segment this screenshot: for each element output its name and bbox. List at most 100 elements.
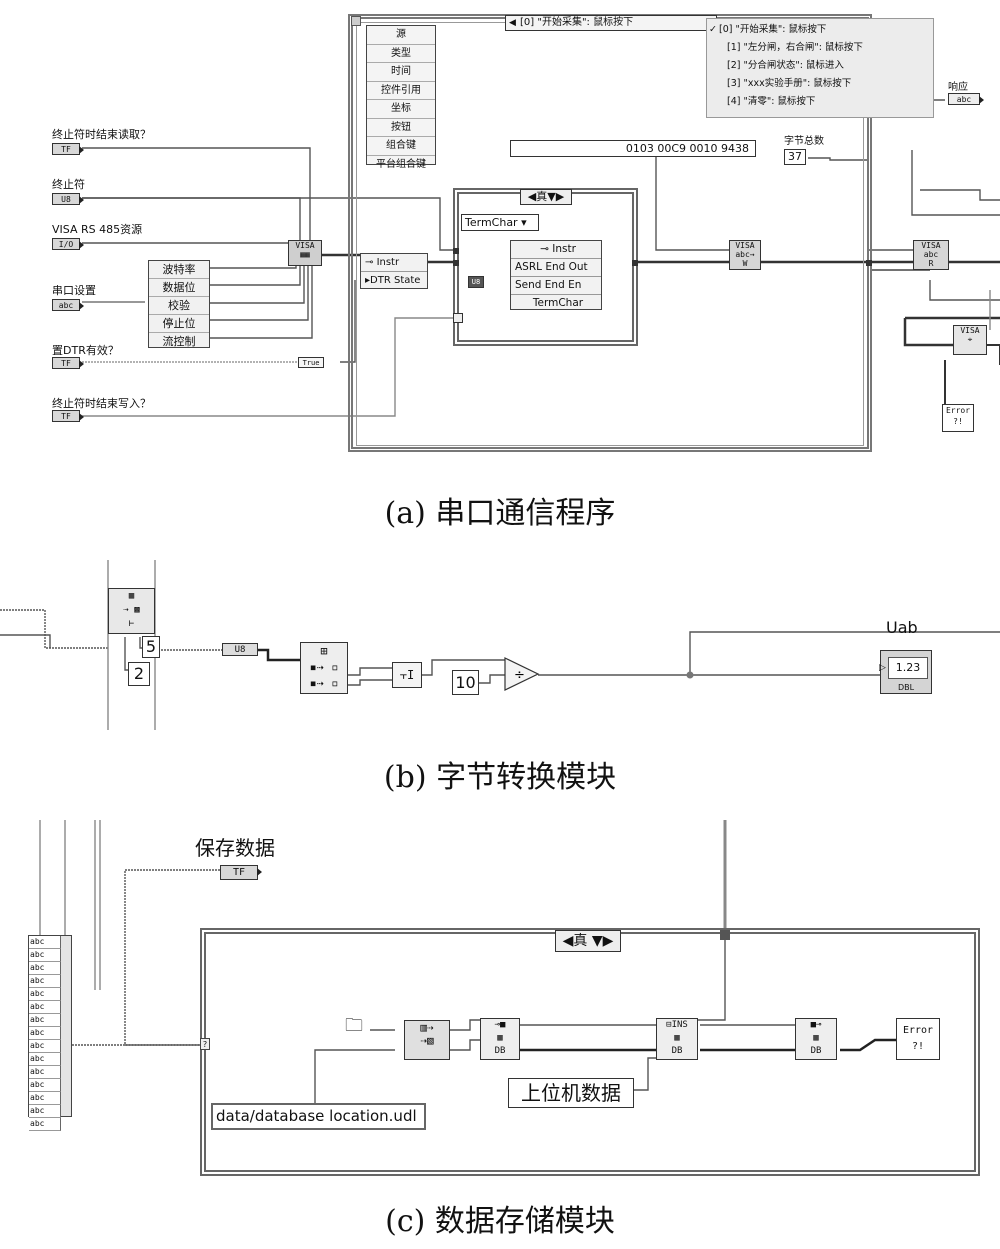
tunnel-icon	[866, 260, 872, 266]
db-close-connection-icon[interactable]: ■⊸▦DB	[795, 1018, 837, 1060]
event-data-type: 类型	[367, 45, 435, 63]
property-node-serial-row-0: ⊸ Instr	[511, 241, 601, 259]
array-cell: abc	[29, 936, 61, 949]
array-cell: abc	[29, 962, 61, 975]
termchar-label: 终止符	[52, 178, 85, 191]
hex-command-constant: 0103 00C9 0010 9438	[510, 140, 756, 157]
event-selector[interactable]: ◀ [0] "开始采集": 鼠标按下 ▼	[505, 15, 717, 31]
db-insert-data-icon[interactable]: ⊟INS▦DB	[656, 1018, 698, 1060]
checkmark-icon: ✓	[709, 24, 717, 35]
assert-dtr-terminal[interactable]: TF	[52, 357, 84, 369]
join-numbers-icon[interactable]: ⊞▪⇢ ▫▪⇢ ▫	[300, 642, 348, 694]
array-cell: abc	[29, 1066, 61, 1079]
event-menu-item-0[interactable]: ✓[0] "开始采集": 鼠标按下	[707, 21, 933, 39]
unbundle-item-parity: 校验	[149, 297, 209, 315]
visa-resource-terminal[interactable]: I/O	[52, 238, 84, 250]
build-path-icon[interactable]: ▥⇢⇢▧	[404, 1020, 450, 1060]
case-selector-terminal-icon	[453, 313, 463, 323]
array-cell: abc	[29, 1027, 61, 1040]
event-data-time: 时间	[367, 63, 435, 82]
tunnel-icon	[453, 248, 459, 254]
event-menu-item-2[interactable]: [2] "分合闸状态": 鼠标进入	[727, 60, 844, 71]
terminate-write-label: 终止符时结束写入？	[52, 397, 151, 410]
unbundle-item-databits: 数据位	[149, 279, 209, 297]
tunnel-icon	[720, 930, 730, 940]
indicator-arrow-icon: ▷	[879, 663, 886, 673]
property-node-serial[interactable]: ⊸ Instr ASRL End Out Send End En TermCha…	[510, 240, 602, 310]
string-subset-icon[interactable]: ▦⇢ ▩⊢	[108, 588, 155, 634]
save-case-structure	[200, 928, 980, 1176]
visa-close-icon[interactable]: VISA⌖	[953, 325, 987, 355]
response-terminal[interactable]: abc	[948, 93, 984, 105]
array-cell: abc	[29, 1040, 61, 1053]
timeout-terminal-icon	[351, 16, 361, 26]
key-icon-2: ⊸	[540, 243, 553, 255]
array-cell: abc	[29, 1118, 61, 1131]
terminate-write-terminal[interactable]: TF	[52, 410, 84, 422]
termchar-ring-text: TermChar	[465, 216, 518, 229]
array-cell: abc	[29, 988, 61, 1001]
caption-a: (a) 串口通信程序	[384, 496, 616, 531]
error-handler-icon-a[interactable]: Error ?!	[942, 404, 974, 432]
db-label-2: DB	[671, 1046, 683, 1056]
u8-constant-icon: U8	[468, 276, 484, 288]
uab-indicator: 1.23 DBL ▷	[879, 650, 932, 694]
serial-settings-terminal[interactable]: abc	[52, 299, 84, 311]
terminate-read-terminal[interactable]: TF	[52, 143, 84, 155]
event-selector-left-arrow[interactable]: ◀	[509, 18, 516, 28]
event-menu-item-1[interactable]: [1] "左分闸，右合闸": 鼠标按下	[727, 42, 863, 53]
property-node-instr-row: ⊸ Instr	[361, 254, 427, 272]
tunnel-icon	[453, 260, 459, 266]
save-data-label: 保存数据	[195, 836, 275, 860]
divide-icon[interactable]: ÷	[504, 657, 540, 691]
event-data-node[interactable]: 源 类型 时间 控件引用 坐标 按钮 组合键 平台组合键	[366, 25, 436, 170]
unbundle-item-stopbits: 停止位	[149, 315, 209, 333]
event-menu-item-0-label: [0] "开始采集": 鼠标按下	[719, 24, 827, 35]
udl-path-constant: data/database location.udl	[211, 1103, 426, 1130]
db-open-connection-icon[interactable]: ⊸■▦DB	[480, 1018, 520, 1060]
event-menu-item-3[interactable]: [3] "xxx实验手册": 鼠标按下	[727, 78, 852, 89]
const-5: 5	[142, 636, 160, 658]
property-node-dtr-row: ▸DTR State	[361, 272, 427, 289]
array-cell: abc	[29, 1079, 61, 1092]
error-handler-icon-c[interactable]: Error ?!	[896, 1018, 940, 1060]
event-data-source: 源	[367, 26, 435, 45]
termchar-ring[interactable]: TermChar ▾	[461, 214, 539, 231]
caption-c: (c) 数据存储模块	[385, 1204, 615, 1239]
u8-conversion-icon[interactable]: U8	[222, 643, 258, 656]
visa-resource-label: VISA RS 485资源	[52, 223, 143, 236]
property-node-serial-row-3: TermChar	[532, 297, 584, 309]
termchar-terminal[interactable]: U8	[52, 193, 84, 205]
caption-b: (b) 字节转换模块	[383, 760, 617, 795]
save-case-selector[interactable]: ◀真 ▼▶	[555, 930, 621, 952]
save-data-terminal[interactable]: TF	[220, 865, 262, 880]
property-node-instr-label: Instr	[376, 257, 400, 268]
property-node-instr[interactable]: ⊸ Instr ▸DTR State	[360, 253, 428, 289]
array-cell: abc	[29, 1053, 61, 1066]
event-menu-item-4[interactable]: [4] "清零": 鼠标按下	[727, 96, 816, 107]
inner-case-selector[interactable]: ◀真▼▶	[520, 189, 572, 205]
event-dropdown-menu[interactable]: ✓[0] "开始采集": 鼠标按下 [1] "左分闸，右合闸": 鼠标按下 [2…	[706, 18, 934, 118]
tunnel-icon	[632, 260, 638, 266]
visa-configure-serial-icon[interactable]: VISA▦▦	[288, 240, 322, 266]
serial-settings-label: 串口设置	[52, 284, 96, 297]
const-10: 10	[452, 670, 479, 695]
db-label-1: DB	[494, 1046, 506, 1056]
type-cast-icon[interactable]: ⫟I	[392, 662, 422, 688]
uab-indicator-value: 1.23	[888, 657, 928, 679]
unbundle-item-baud: 波特率	[149, 261, 209, 279]
key-icon: ⊸	[365, 257, 377, 268]
serial-settings-unbundle[interactable]: 波特率 数据位 校验 停止位 流控制	[148, 260, 210, 348]
svg-text:÷: ÷	[514, 668, 525, 683]
uab-indicator-type: DBL	[897, 683, 915, 692]
unbundle-item-flow: 流控制	[162, 335, 196, 348]
array-cell: abc	[29, 1105, 61, 1118]
event-data-platmods: 平台组合键	[376, 158, 426, 170]
host-data-label: 上位机数据	[508, 1078, 634, 1108]
property-node-dtr-label: DTR State	[370, 275, 421, 286]
panel-c-wires	[39, 820, 900, 1105]
